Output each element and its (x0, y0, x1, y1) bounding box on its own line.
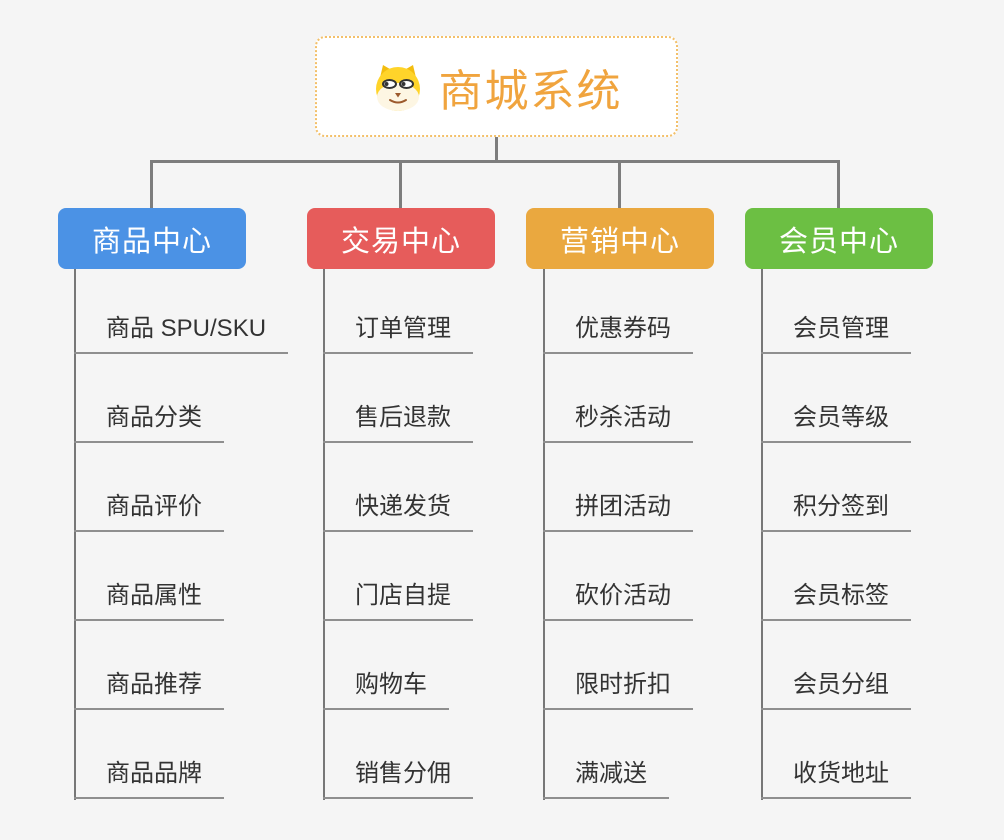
branch-header-member-center[interactable]: 会员中心 (745, 208, 933, 269)
connector-drop-member (837, 160, 840, 208)
mindmap-item[interactable]: 销售分佣 (323, 759, 473, 799)
branch-header-trade-center[interactable]: 交易中心 (307, 208, 495, 269)
connector-spine-member (761, 269, 763, 800)
mindmap-item[interactable]: 门店自提 (323, 581, 473, 621)
mindmap-item[interactable]: 砍价活动 (543, 581, 693, 621)
mindmap-item[interactable]: 拼团活动 (543, 492, 693, 532)
root-title: 商城系统 (438, 66, 623, 116)
mindmap-item[interactable]: 满减送 (543, 759, 669, 799)
mindmap-item[interactable]: 商品推荐 (74, 670, 224, 710)
mindmap-item[interactable]: 会员标签 (761, 581, 911, 621)
connector-cross-bar (150, 160, 840, 163)
connector-root-stem (495, 135, 498, 162)
mindmap-item[interactable]: 限时折扣 (543, 670, 693, 710)
mindmap-item[interactable]: 订单管理 (323, 314, 473, 354)
mindmap-item[interactable]: 商品 SPU/SKU (74, 314, 289, 354)
connector-drop-product (150, 160, 153, 208)
mindmap-item[interactable]: 购物车 (323, 670, 449, 710)
mindmap-item[interactable]: 售后退款 (323, 403, 473, 443)
mindmap-item[interactable]: 优惠券码 (543, 314, 693, 354)
mindmap-item[interactable]: 积分签到 (761, 492, 911, 532)
connector-spine-trade (323, 269, 325, 800)
mindmap-item[interactable]: 快递发货 (323, 492, 473, 532)
mindmap-item[interactable]: 商品分类 (74, 403, 224, 443)
connector-drop-trade (399, 160, 402, 208)
connector-drop-marketing (618, 160, 621, 208)
shiba-dog-icon (371, 62, 425, 112)
root-node[interactable]: 商城系统 (315, 36, 678, 137)
branch-header-product-center[interactable]: 商品中心 (58, 208, 246, 269)
mindmap-item[interactable]: 会员管理 (761, 314, 911, 354)
branch-header-marketing-center[interactable]: 营销中心 (526, 208, 714, 269)
mindmap-item[interactable]: 商品属性 (74, 581, 224, 621)
mindmap-item[interactable]: 会员分组 (761, 670, 911, 710)
mindmap-item[interactable]: 收货地址 (761, 759, 911, 799)
mindmap-item[interactable]: 会员等级 (761, 403, 911, 443)
mindmap-item[interactable]: 秒杀活动 (543, 403, 693, 443)
connector-spine-marketing (543, 269, 545, 800)
mindmap-item[interactable]: 商品评价 (74, 492, 224, 532)
connector-spine-product (74, 269, 76, 800)
mindmap-item[interactable]: 商品品牌 (74, 759, 224, 799)
